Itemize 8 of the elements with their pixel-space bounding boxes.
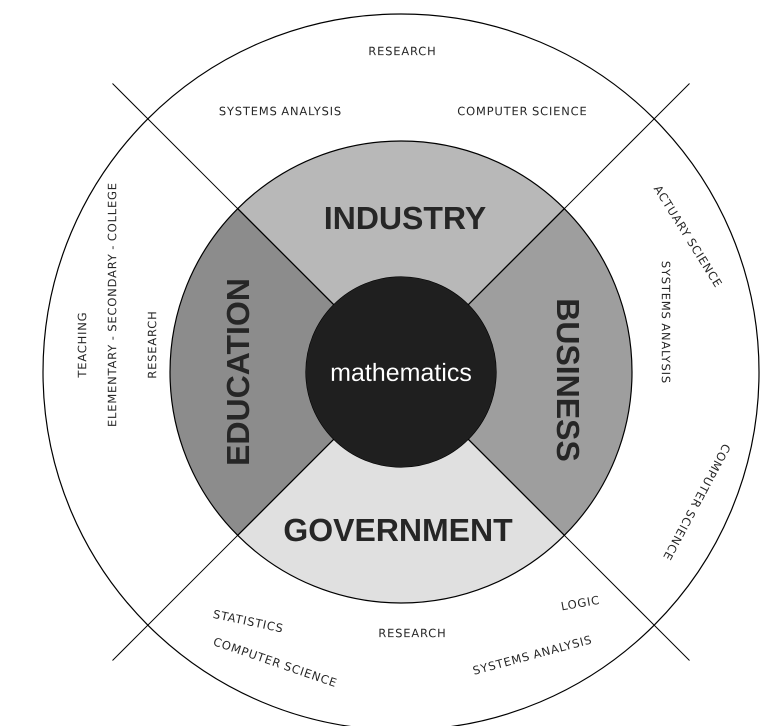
field-label: SYSTEMS ANALYSIS	[662, 262, 670, 382]
field-label: SYSTEMS ANALYSIS	[220, 106, 341, 116]
field-label: ELEMENTARY - SECONDARY - COLLEGE	[108, 184, 116, 426]
field-label: RESEARCH	[369, 46, 435, 56]
field-label: TEACHING	[78, 313, 86, 378]
field-label: RESEARCH	[379, 628, 445, 638]
field-label: COMPUTER SCIENCE	[458, 106, 586, 116]
field-label: RESEARCH	[148, 312, 156, 378]
